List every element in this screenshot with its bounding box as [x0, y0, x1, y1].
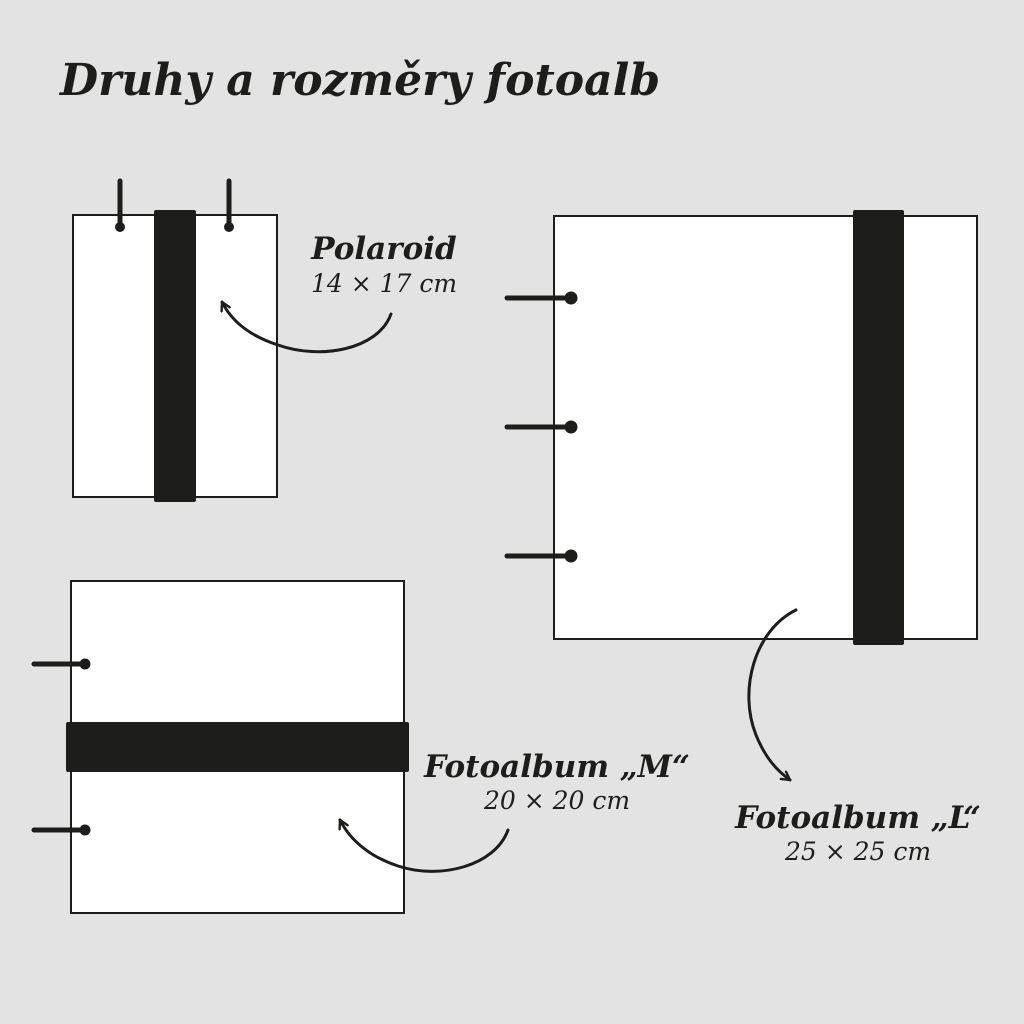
album-l-ring-2-end	[564, 420, 578, 434]
polaroid-ring-right-end	[224, 222, 234, 232]
polaroid-band	[154, 210, 196, 502]
album-l-page	[553, 215, 978, 640]
page-title: Druhy a rozměry fotoalb	[58, 55, 660, 106]
polaroid-label: Polaroid	[310, 231, 456, 267]
album-l-band	[853, 210, 904, 645]
album-l-ring-3-end	[564, 549, 578, 563]
album-m-label: Fotoalbum „M“	[423, 749, 690, 785]
album-m-ring-2-end	[79, 824, 91, 836]
album-l-size: 25 × 25 cm	[784, 837, 931, 866]
album-l-arrow	[747, 608, 798, 782]
album-m-arrow	[340, 818, 510, 873]
polaroid-album	[72, 178, 278, 502]
album-l	[504, 210, 978, 645]
album-m-ring-1-end	[79, 658, 91, 670]
polaroid-ring-left-end	[115, 222, 125, 232]
polaroid-arrow	[222, 300, 393, 354]
album-m	[31, 580, 409, 914]
album-l-ring-1-end	[564, 291, 578, 305]
album-m-band	[66, 722, 409, 772]
album-m-size: 20 × 20 cm	[483, 786, 630, 815]
polaroid-size: 14 × 17 cm	[311, 269, 457, 298]
album-l-label: Fotoalbum „L“	[734, 800, 981, 836]
